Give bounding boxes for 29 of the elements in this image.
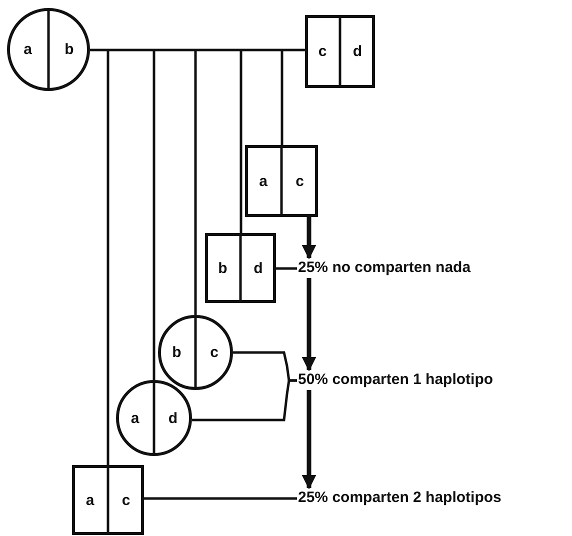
percentage-label: 25% no comparten nada	[297, 259, 472, 277]
descent-line	[106, 50, 110, 465]
haplotype-letter: d	[254, 260, 263, 276]
haplotype-letter: d	[352, 44, 362, 59]
connector-line	[144, 497, 297, 500]
percentage-label: 25% comparten 2 haplotipos	[297, 489, 502, 507]
descent-line	[194, 50, 197, 315]
haplotype-letter: b	[218, 260, 228, 276]
haplotype-letter: c	[296, 174, 304, 188]
haplotype-letter: a	[86, 492, 94, 508]
percentage-label: 50% comparten 1 haplotipo	[297, 371, 494, 389]
connector-line	[192, 379, 297, 422]
haplotype-letter: a	[259, 174, 268, 188]
descent-line	[280, 50, 284, 145]
haplotype-letter: b	[172, 345, 182, 360]
haplotype-letter: d	[168, 410, 178, 426]
haplotype-letter: c	[318, 44, 327, 59]
haplotype-letter: c	[122, 492, 130, 508]
haplotype-letter: b	[64, 42, 74, 57]
arrow	[302, 278, 316, 372]
arrow	[302, 217, 316, 260]
descent-line	[152, 50, 156, 380]
arrow	[302, 390, 316, 490]
haplotype-letter: c	[210, 345, 218, 360]
connector-line	[90, 48, 305, 52]
descent-line	[240, 50, 242, 233]
haplotype-letter: a	[130, 410, 140, 426]
connector-line	[276, 267, 297, 270]
haplotype-letter: a	[24, 42, 32, 57]
